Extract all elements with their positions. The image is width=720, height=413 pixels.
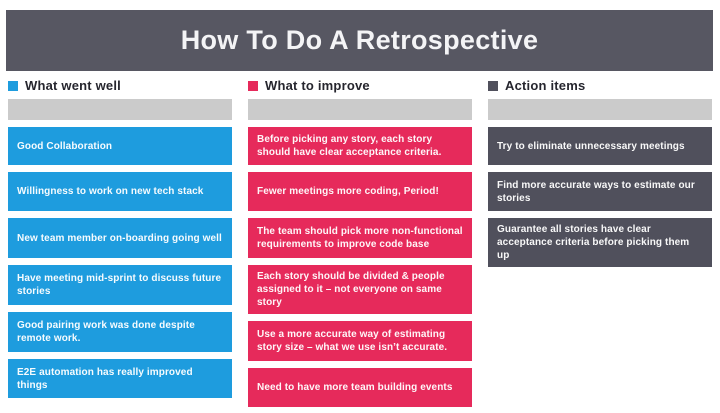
column-improve: What to improve Before picking any story… — [248, 78, 472, 407]
retro-card[interactable]: E2E automation has really improved thing… — [8, 359, 232, 398]
went-well-cards: Good Collaboration Willingness to work o… — [8, 127, 232, 398]
improve-legend-icon — [248, 80, 258, 91]
retro-card[interactable]: Before picking any story, each story sho… — [248, 127, 472, 165]
action-items-legend-icon — [488, 80, 498, 91]
retro-card[interactable]: Have meeting mid-sprint to discuss futur… — [8, 265, 232, 305]
retro-card[interactable]: Use a more accurate way of estimating st… — [248, 321, 472, 361]
column-header-improve: What to improve — [248, 78, 472, 93]
column-header-action-items: Action items — [488, 78, 712, 93]
retro-card[interactable]: Find more accurate ways to estimate our … — [488, 172, 712, 211]
retro-card[interactable]: Good pairing work was done despite remot… — [8, 312, 232, 352]
retro-card[interactable]: Guarantee all stories have clear accepta… — [488, 218, 712, 267]
retro-card[interactable]: Each story should be divided & people as… — [248, 265, 472, 314]
column-went-well: What went well Good Collaboration Willin… — [8, 78, 232, 407]
retrospective-board: What went well Good Collaboration Willin… — [0, 78, 720, 407]
column-action-items: Action items Try to eliminate unnecessar… — [488, 78, 712, 407]
improve-cards: Before picking any story, each story sho… — [248, 127, 472, 407]
retro-card[interactable]: Need to have more team building events — [248, 368, 472, 407]
retro-card[interactable]: Good Collaboration — [8, 127, 232, 165]
title-bar: How To Do A Retrospective — [6, 10, 713, 71]
retro-card[interactable]: The team should pick more non-functional… — [248, 218, 472, 258]
column-label: What went well — [25, 78, 121, 93]
page-title: How To Do A Retrospective — [180, 25, 539, 55]
action-items-cards: Try to eliminate unnecessary meetings Fi… — [488, 127, 712, 267]
retro-card[interactable]: Try to eliminate unnecessary meetings — [488, 127, 712, 165]
retro-card[interactable]: Willingness to work on new tech stack — [8, 172, 232, 211]
retro-card[interactable]: New team member on-boarding going well — [8, 218, 232, 258]
column-label: What to improve — [265, 78, 370, 93]
column-header-went-well: What went well — [8, 78, 232, 93]
action-items-new-card-input[interactable] — [488, 99, 712, 120]
went-well-legend-icon — [8, 80, 18, 91]
went-well-new-card-input[interactable] — [8, 99, 232, 120]
retro-card[interactable]: Fewer meetings more coding, Period! — [248, 172, 472, 211]
improve-new-card-input[interactable] — [248, 99, 472, 120]
column-label: Action items — [505, 78, 586, 93]
